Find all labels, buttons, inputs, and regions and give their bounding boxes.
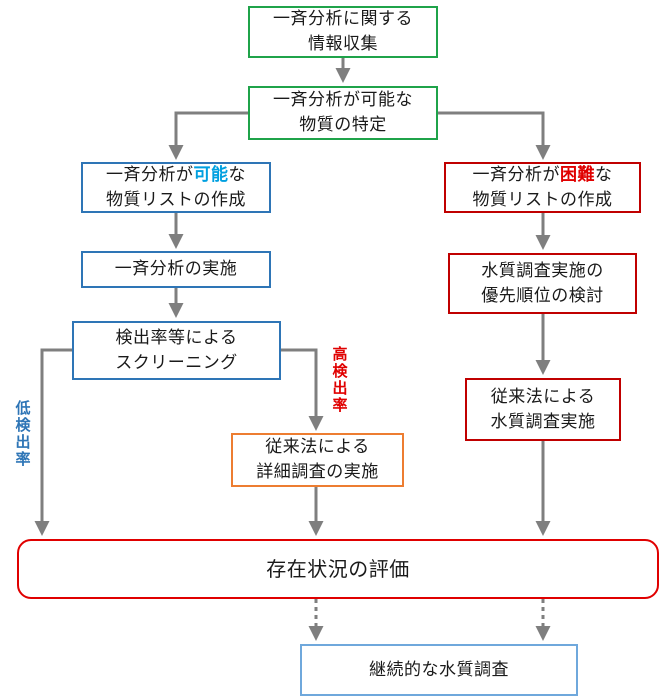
screening-line1: 検出率等による (115, 327, 238, 348)
screening-line2: スクリーニング (115, 352, 238, 373)
continuous-survey-label: 継続的な水質調査 (369, 659, 509, 680)
info-collection-box: 一斉分析に関する 情報収集 (248, 6, 438, 58)
possible-list-box: 一斉分析が可能な 物質リストの作成 (81, 162, 271, 213)
detailed-survey-line1: 従来法による (265, 437, 370, 457)
difficult-list-line1: 一斉分析が困難な (473, 163, 613, 188)
arrow-identify-to-difficult (438, 111, 551, 160)
continuous-survey-box: 継続的な水質調査 (300, 644, 578, 696)
low-detection-rate-label: 低検出率 (15, 399, 31, 468)
conventional-survey-box: 従来法による 水質調査実施 (465, 378, 621, 441)
possible-list-line1: 一斉分析が可能な (106, 163, 246, 188)
arrow-screening-high (281, 348, 324, 431)
substance-identification-line1: 一斉分析が可能な (273, 90, 413, 110)
arrow-screening-low (34, 348, 72, 536)
substance-identification-box: 一斉分析が可能な 物質の特定 (248, 86, 438, 140)
conventional-survey-line2: 水質調査実施 (490, 411, 596, 432)
difficult-list-line2: 物質リストの作成 (472, 189, 613, 210)
info-collection-line2: 情報収集 (308, 34, 378, 54)
difficult-highlight: 困難 (560, 164, 595, 185)
info-collection-line1: 一斉分析に関する (273, 9, 413, 29)
screening-box: 検出率等による スクリーニング (72, 321, 281, 380)
priority-review-line1: 水質調査実施の (481, 260, 604, 281)
difficult-list-box: 一斉分析が困難な 物質リストの作成 (444, 162, 641, 213)
conventional-survey-line1: 従来法による (490, 386, 596, 407)
detailed-survey-box: 従来法による 詳細調査の実施 (231, 433, 404, 487)
batch-analysis-execution-label: 一斉分析の実施 (114, 259, 238, 279)
difficult-list-line1-pre: 一斉分析が (472, 164, 560, 185)
arrow-identify-to-possible (168, 111, 248, 160)
priority-review-box: 水質調査実施の 優先順位の検討 (448, 253, 637, 314)
existence-evaluation-box: 存在状況の評価 (17, 539, 659, 599)
priority-review-line2: 優先順位の検討 (481, 285, 604, 306)
substance-identification-line2: 物質の特定 (299, 115, 387, 135)
possible-highlight: 可能 (193, 164, 229, 185)
detailed-survey-line2: 詳細調査の実施 (256, 462, 379, 482)
possible-list-line2: 物質リストの作成 (106, 189, 246, 210)
high-detection-rate-label: 高検出率 (332, 345, 348, 414)
possible-list-line1-post: な (228, 164, 246, 185)
existence-evaluation-label: 存在状況の評価 (266, 556, 410, 581)
difficult-list-line1-post: な (595, 164, 613, 185)
batch-analysis-execution-box: 一斉分析の実施 (81, 251, 271, 288)
possible-list-line1-pre: 一斉分析が (106, 164, 194, 185)
